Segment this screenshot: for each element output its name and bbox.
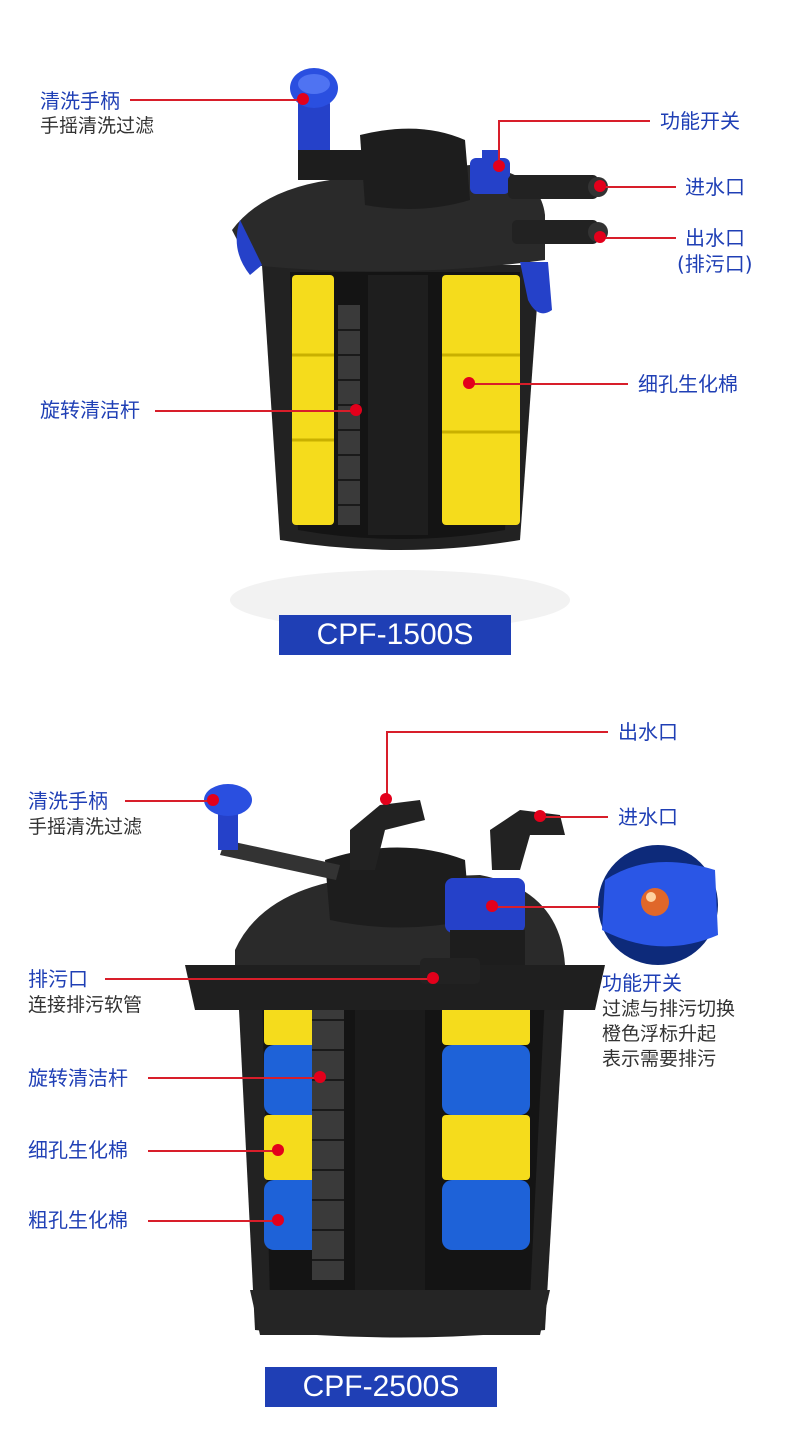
p2-clean-handle-pointer-line <box>125 800 213 802</box>
p1-inlet-pointer-line <box>600 186 676 188</box>
p2-drain-pointer-dot <box>427 972 439 984</box>
clean-handle-pointer-line <box>130 99 304 101</box>
p2-outlet-label: 出水口 <box>618 720 678 744</box>
p2-outlet-pointer-line <box>386 731 608 733</box>
p2-fine-foam-pointer-dot <box>272 1144 284 1156</box>
p1-outlet-label: 出水口 <box>685 226 745 250</box>
p2-switch-pointer-dot <box>486 900 498 912</box>
p1-model-banner: CPF-1500S <box>279 615 511 655</box>
p1-switch-pointer-dot <box>493 160 505 172</box>
p1-switch-pointer-line <box>498 120 650 122</box>
p1-rotating-rod-label: 旋转清洁杆 <box>40 398 140 422</box>
p2-drain-sub: 连接排污软管 <box>28 994 143 1016</box>
p2-drain-label: 排污口 <box>28 967 88 991</box>
p1-inlet-label: 进水口 <box>685 175 745 199</box>
p2-function-switch-sub1: 过滤与排污切换 <box>602 998 736 1020</box>
p1-rod-pointer-line <box>155 410 355 412</box>
p2-coarse-foam-label: 粗孔生化棉 <box>28 1208 128 1232</box>
p2-function-switch-label: 功能开关 <box>602 971 682 995</box>
p1-outlet-pointer-dot <box>594 231 606 243</box>
p2-function-switch-sub3: 表示需要排污 <box>602 1048 717 1070</box>
p2-outlet-pointer-dot <box>380 793 392 805</box>
p1-outlet-pointer-line <box>600 237 676 239</box>
p1-clean-handle-sub: 手摇清洗过滤 <box>40 115 155 137</box>
p2-outlet-pointer-vline <box>386 731 388 799</box>
p2-fine-foam-pointer-line <box>148 1150 278 1152</box>
p2-inlet-label: 进水口 <box>618 805 678 829</box>
p2-coarse-foam-pointer-line <box>148 1220 278 1222</box>
p1-switch-pointer-vline <box>498 120 500 165</box>
p2-function-switch-sub2: 橙色浮标升起 <box>602 1023 717 1045</box>
clean-handle-pointer-dot <box>297 93 309 105</box>
p2-clean-handle-pointer-dot <box>207 794 219 806</box>
p2-rod-pointer-dot <box>314 1071 326 1083</box>
p2-inlet-pointer-dot <box>534 810 546 822</box>
p1-foam-pointer-dot <box>463 377 475 389</box>
p1-clean-handle-label: 清洗手柄 <box>40 89 120 113</box>
p2-fine-foam-label: 细孔生化棉 <box>28 1138 128 1162</box>
p2-rod-pointer-line <box>148 1077 320 1079</box>
p1-inlet-pointer-dot <box>594 180 606 192</box>
p2-drain-pointer-line <box>105 978 433 980</box>
p2-coarse-foam-pointer-dot <box>272 1214 284 1226</box>
p1-foam-pointer-line <box>470 383 628 385</box>
p1-function-switch-label: 功能开关 <box>660 109 740 133</box>
p1-rod-pointer-dot <box>350 404 362 416</box>
p1-outlet-sub: (排污口) <box>677 252 753 276</box>
p2-rotating-rod-label: 旋转清洁杆 <box>28 1066 128 1090</box>
p2-model-banner: CPF-2500S <box>265 1367 497 1407</box>
p2-switch-pointer-line <box>492 906 600 908</box>
p2-clean-handle-label: 清洗手柄 <box>28 789 108 813</box>
p2-clean-handle-sub: 手摇清洗过滤 <box>28 816 143 838</box>
p2-inlet-pointer-line <box>540 816 608 818</box>
p1-fine-foam-label: 细孔生化棉 <box>638 372 738 396</box>
